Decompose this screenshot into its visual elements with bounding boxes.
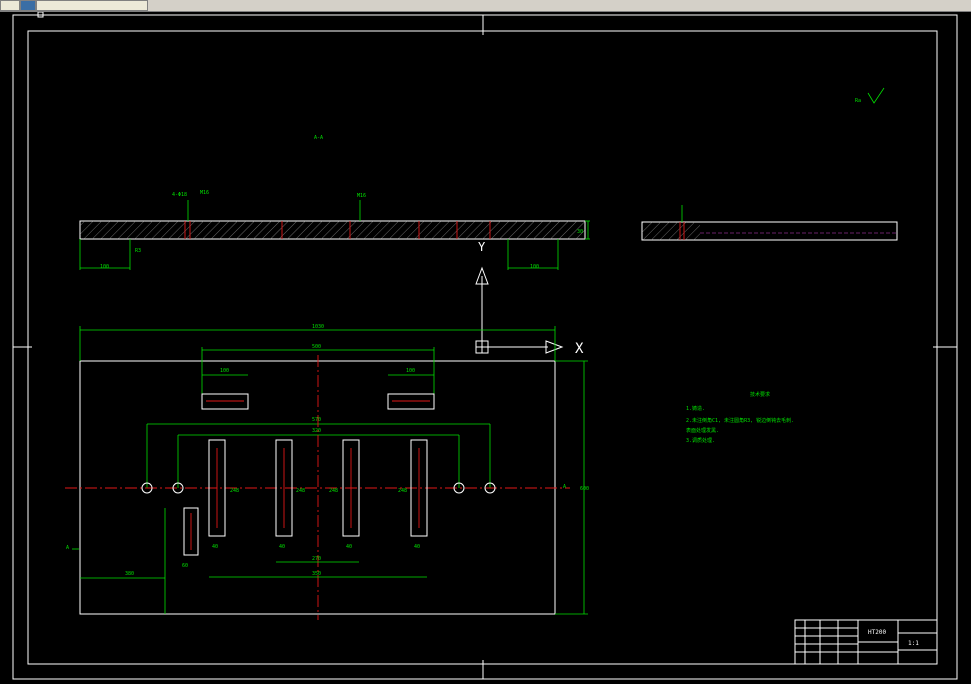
ucs-icon: X Y — [475, 240, 584, 357]
pad-right — [387, 393, 435, 410]
tech-req-item-2: 2.未注倒角C1, 未注圆角R3, 锐边倒钝去毛刺. — [686, 417, 794, 424]
ucs-y-label: Y — [478, 240, 486, 254]
dim-lower-b: 270 — [312, 556, 321, 562]
plan-view: 1030 600 500 100 100 570 320 — [65, 324, 589, 620]
technical-requirements: 技术要求 1.铸造. 2.未注倒角C1, 未注圆角R3, 锐边倒钝去毛刺. 表面… — [686, 391, 794, 444]
dim-slot-2: 248 — [296, 488, 305, 494]
bolt-callout: M16 — [200, 190, 209, 196]
dim-slot-4: 248 — [398, 488, 407, 494]
slot-small — [183, 507, 199, 556]
tech-req-title: 技术要求 — [750, 391, 770, 398]
ucs-x-label: X — [575, 341, 584, 357]
dim-top-span: 500 — [312, 344, 321, 350]
dim-slot-w-3: 40 — [346, 544, 352, 550]
dim-right-width: 100 — [530, 264, 539, 270]
dim-left-offset: 380 — [125, 571, 134, 577]
application-toolbar — [0, 0, 971, 12]
dim-pad-left: 100 — [220, 368, 229, 374]
dim-inner-span: 320 — [312, 428, 321, 434]
roughness-symbol-icon — [867, 87, 885, 104]
slot-2 — [275, 439, 293, 537]
scale-label: 1:1 — [908, 640, 919, 647]
layout-icon[interactable] — [20, 0, 36, 11]
side-view — [641, 205, 898, 241]
dim-slot-w-4: 40 — [414, 544, 420, 550]
dim-overall-width: 1030 — [312, 324, 324, 330]
material-label: HT200 — [868, 629, 886, 636]
tech-req-item-1: 1.铸造. — [686, 405, 705, 412]
dim-overall-height: 600 — [580, 486, 589, 492]
dim-left-width: 100 — [100, 264, 109, 270]
title-block: HT200 1:1 — [794, 619, 938, 665]
slot-4 — [410, 439, 428, 537]
hole-callout: 4-Φ18 — [172, 192, 187, 198]
toolbar-tab[interactable] — [36, 0, 148, 11]
drawing-canvas[interactable]: Ra A-A 4-Φ18 M16 M16 100 100 R3 30 — [0, 11, 971, 680]
cad-drawing[interactable]: Ra A-A 4-Φ18 M16 M16 100 100 R3 30 — [0, 11, 971, 680]
dim-slot-w-2: 40 — [279, 544, 285, 550]
dim-slot-3: 248 — [329, 488, 338, 494]
dim-slot-w-1: 40 — [212, 544, 218, 550]
tech-req-item-3: 表面处理发黑. — [686, 427, 719, 434]
dim-small-slot: 60 — [182, 563, 188, 569]
dim-lower-a: 350 — [312, 571, 321, 577]
section-label: A-A — [314, 135, 323, 141]
slot-1 — [208, 439, 226, 537]
tech-req-item-4: 3.调质处理. — [686, 437, 715, 444]
dim-thickness: 30 — [577, 229, 583, 235]
bolt-callout-2: M16 — [357, 193, 366, 199]
section-marker-right: A — [563, 484, 566, 490]
dim-mid-span: 570 — [312, 417, 321, 423]
section-marker-left: A — [66, 545, 69, 551]
toolbar-tab-button[interactable] — [0, 0, 20, 11]
pad-left — [201, 393, 249, 410]
dim-fillet: R3 — [135, 248, 141, 254]
dim-pad-right: 100 — [406, 368, 415, 374]
roughness-label: Ra — [855, 98, 861, 104]
slot-3 — [342, 439, 360, 537]
dim-slot-1: 248 — [230, 488, 239, 494]
section-view: 4-Φ18 M16 M16 100 100 R3 30 — [79, 190, 590, 270]
